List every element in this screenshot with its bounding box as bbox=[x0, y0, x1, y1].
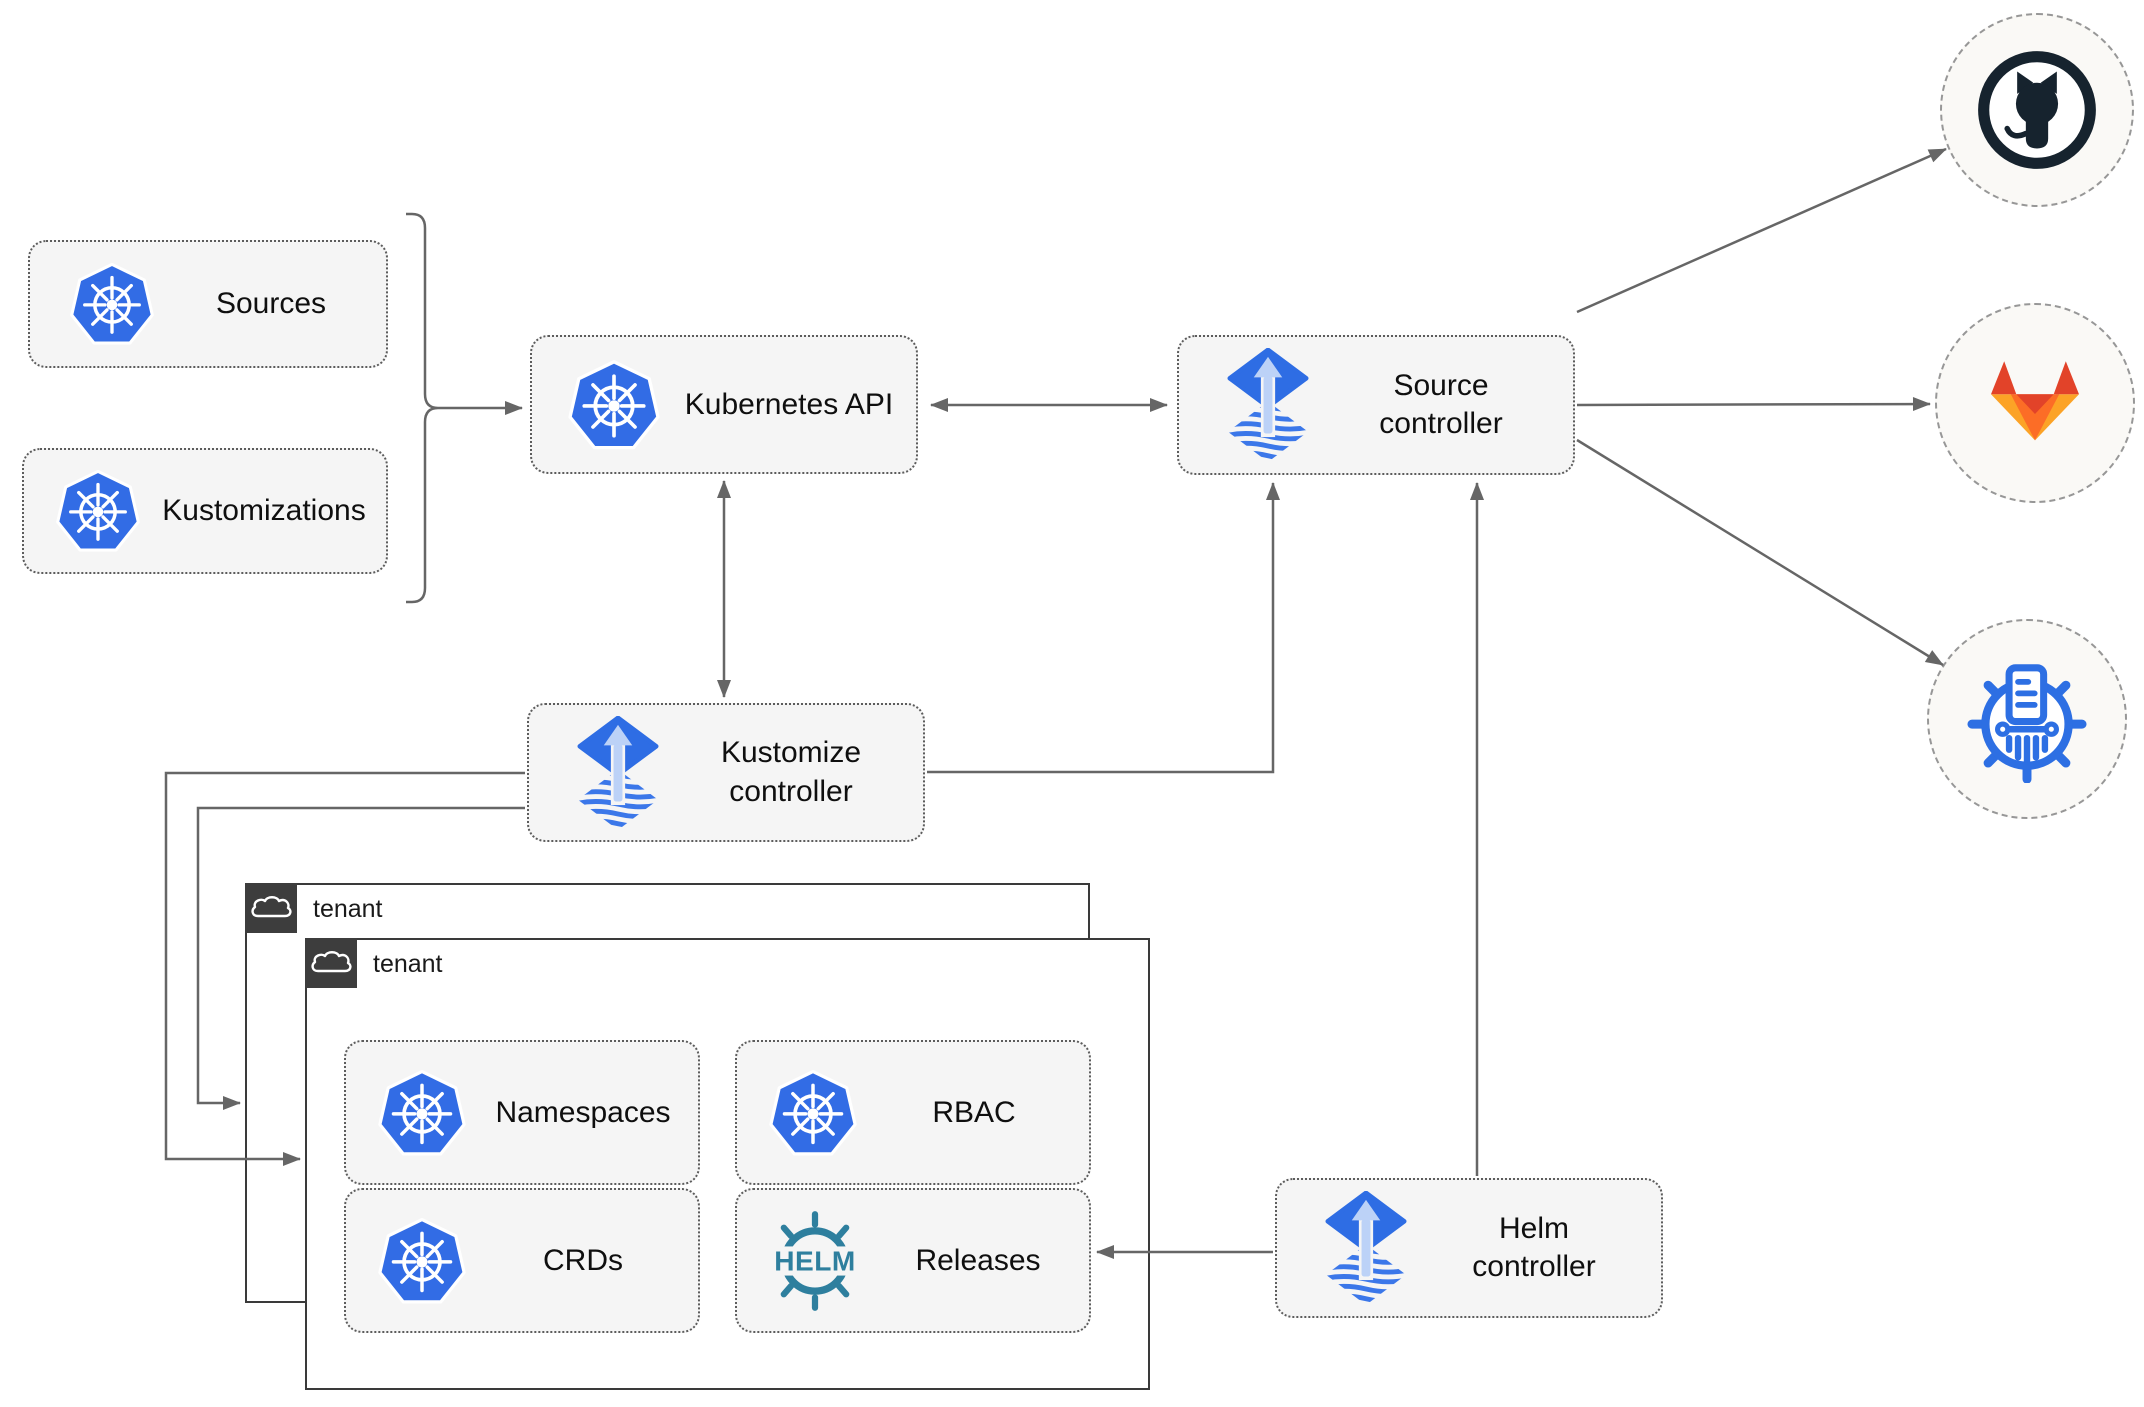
flux-icon bbox=[1325, 1191, 1407, 1305]
node-rbac: RBAC bbox=[735, 1040, 1091, 1185]
node-label-line2: controller bbox=[1472, 1250, 1596, 1283]
node-label: Kubernetes API bbox=[684, 387, 894, 421]
edge-kustomize-to-source-controller bbox=[927, 482, 1280, 774]
grouping-brace bbox=[406, 212, 439, 604]
node-label: RBAC bbox=[932, 1095, 1016, 1129]
node-label-line1: Kustomize bbox=[720, 736, 862, 770]
node-label: Releases bbox=[915, 1243, 1041, 1277]
node-label-line2: controller bbox=[729, 774, 853, 808]
edge-source-to-registry bbox=[1576, 438, 1944, 667]
node-label-line1: Source bbox=[1393, 368, 1489, 402]
cloud-icon bbox=[249, 893, 293, 923]
node-kustomize-controller: Kustomize controller bbox=[527, 703, 925, 842]
tenant-front-header bbox=[305, 938, 357, 988]
node-label-line1: Helm bbox=[1498, 1211, 1569, 1245]
kubernetes-icon bbox=[376, 1215, 468, 1307]
flux-icon bbox=[577, 716, 659, 830]
node-kubernetes-api: Kubernetes API bbox=[530, 335, 918, 474]
node-label: Namespaces bbox=[495, 1095, 671, 1129]
cloud-icon bbox=[309, 948, 353, 978]
node-source-controller: Source controller bbox=[1177, 335, 1575, 475]
kubernetes-icon bbox=[54, 467, 142, 555]
tenant-back-header bbox=[245, 883, 297, 933]
endpoint-gitlab bbox=[1935, 303, 2135, 503]
kubernetes-icon bbox=[376, 1067, 468, 1159]
node-label: CRDs bbox=[543, 1243, 623, 1277]
endpoint-oci-registry bbox=[1927, 619, 2127, 819]
tenant-back-label: tenant bbox=[313, 895, 383, 923]
github-icon bbox=[1975, 48, 2099, 172]
node-kustomizations: Kustomizations bbox=[22, 448, 388, 574]
node-sources: Sources bbox=[28, 240, 388, 368]
kubernetes-icon bbox=[767, 1067, 859, 1159]
gitlab-icon bbox=[1980, 356, 2090, 450]
node-label: Sources bbox=[215, 287, 327, 320]
node-helm-controller: Helm controller bbox=[1275, 1178, 1663, 1318]
node-label: Kustomizations bbox=[162, 494, 366, 527]
node-label-line2: controller bbox=[1379, 407, 1503, 440]
registry-icon bbox=[1963, 655, 2091, 783]
tenant-front-label: tenant bbox=[373, 950, 443, 978]
node-namespaces: Namespaces bbox=[344, 1040, 700, 1185]
edge-source-to-github bbox=[1576, 147, 1947, 314]
helm-icon: HELM bbox=[763, 1209, 867, 1313]
edge-source-to-gitlab bbox=[1576, 397, 1931, 412]
kubernetes-icon bbox=[566, 357, 662, 453]
helm-icon-text: HELM bbox=[774, 1245, 856, 1276]
node-releases: HELM Releases bbox=[735, 1188, 1091, 1333]
flux-icon bbox=[1227, 348, 1309, 462]
kubernetes-icon bbox=[68, 260, 156, 348]
node-crds: CRDs bbox=[344, 1188, 700, 1333]
endpoint-github bbox=[1940, 13, 2134, 207]
